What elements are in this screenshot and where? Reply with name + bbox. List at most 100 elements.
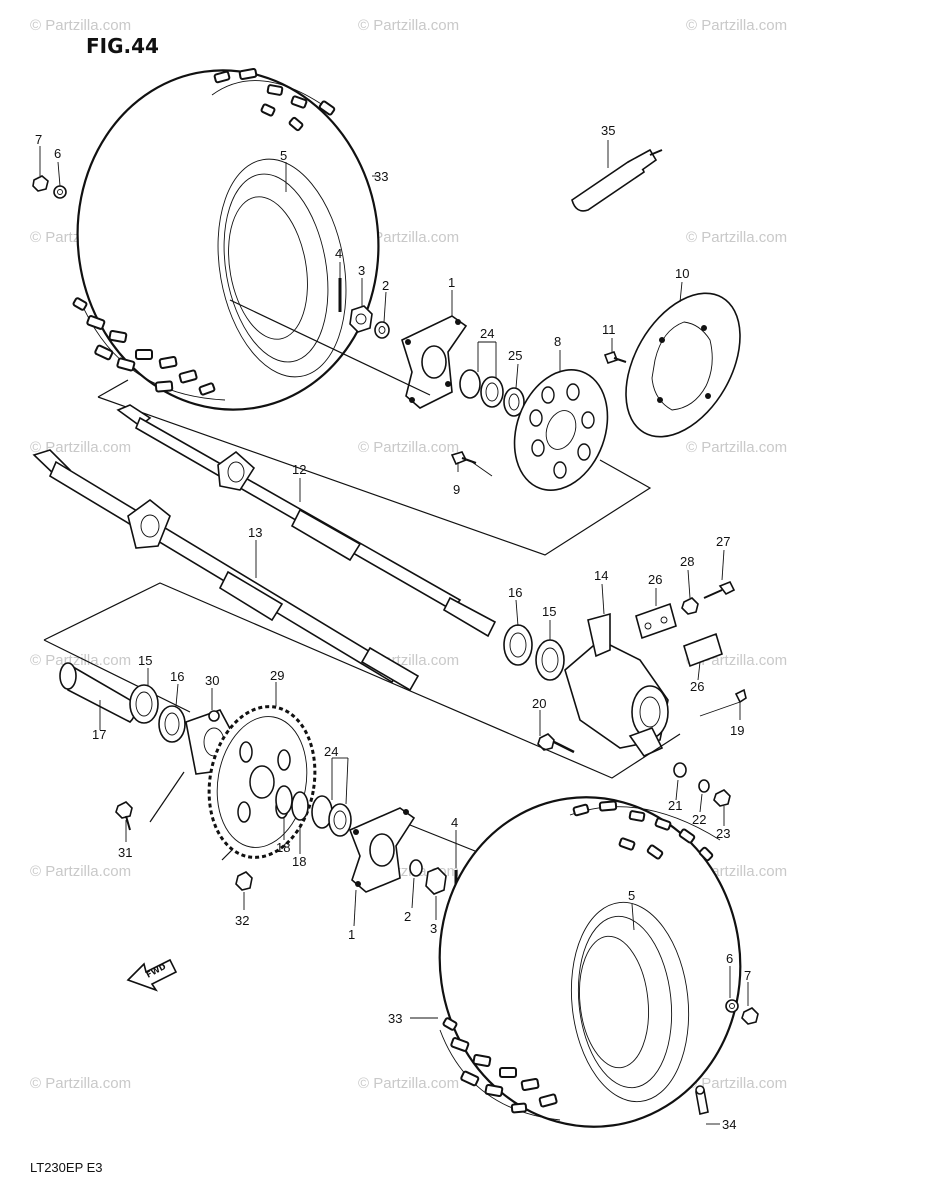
tire-valve bbox=[695, 1085, 709, 1115]
disc-cover bbox=[625, 292, 741, 438]
hub-nut-set-upper bbox=[338, 278, 390, 339]
washer-nut-21-23 bbox=[673, 762, 731, 807]
watermark: © Partzilla.com bbox=[30, 1075, 131, 1092]
callout-15: 15 bbox=[138, 653, 152, 668]
watermark: © Partzilla.com bbox=[30, 652, 131, 669]
callout-1: 1 bbox=[348, 927, 355, 942]
watermark: © Partzilla.com bbox=[686, 17, 787, 34]
callout-4: 4 bbox=[335, 246, 342, 261]
callout-15: 15 bbox=[542, 604, 556, 619]
oil-seal-15-right bbox=[535, 639, 565, 681]
nut-32 bbox=[235, 871, 253, 891]
callout-5: 5 bbox=[280, 148, 287, 163]
spacer-17 bbox=[59, 662, 136, 723]
callout-24: 24 bbox=[480, 326, 494, 341]
callout-6: 6 bbox=[54, 146, 61, 161]
bolt-31 bbox=[115, 801, 133, 831]
bolt-27-nut-28 bbox=[681, 580, 736, 615]
callout-25: 25 bbox=[508, 348, 522, 363]
figure-title: FIG.44 bbox=[86, 34, 159, 58]
bearing-16-left bbox=[158, 705, 186, 743]
bearing-set-upper bbox=[459, 369, 525, 417]
installer-tool bbox=[571, 148, 663, 212]
callout-26: 26 bbox=[648, 572, 662, 587]
watermark: © Partzilla.com bbox=[686, 1075, 787, 1092]
model-code: LT230EP E3 bbox=[30, 1160, 103, 1175]
callout-2: 2 bbox=[404, 909, 411, 924]
upper-tire bbox=[72, 67, 380, 411]
oil-seal-15-left bbox=[129, 684, 159, 724]
valve-nut-lower bbox=[725, 999, 759, 1025]
lower-tire bbox=[438, 796, 742, 1128]
callout-17: 17 bbox=[92, 727, 106, 742]
callout-27: 27 bbox=[716, 534, 730, 549]
watermark: © Partzilla.com bbox=[358, 17, 459, 34]
callout-labels: 7 6 5 33 35 4 3 2 1 10 11 24 8 25 12 9 1… bbox=[35, 123, 751, 1132]
bearing-24-lower bbox=[311, 795, 352, 837]
bolt-20 bbox=[537, 733, 575, 754]
circlips-18 bbox=[275, 785, 309, 821]
callout-3: 3 bbox=[430, 921, 437, 936]
callout-2: 2 bbox=[382, 278, 389, 293]
fwd-arrow: FWD bbox=[126, 958, 178, 992]
callout-33: 33 bbox=[388, 1011, 402, 1026]
callout-30: 30 bbox=[205, 673, 219, 688]
callout-20: 20 bbox=[532, 696, 546, 711]
callout-16: 16 bbox=[170, 669, 184, 684]
disc-bolts bbox=[450, 350, 627, 466]
watermark: © Partzilla.com bbox=[358, 1075, 459, 1092]
callout-33: 33 bbox=[374, 169, 388, 184]
axle-lower bbox=[32, 449, 420, 692]
callout-18: 18 bbox=[292, 854, 306, 869]
callout-18: 18 bbox=[276, 840, 290, 855]
callout-28: 28 bbox=[680, 554, 694, 569]
watermark: © Partzilla.com bbox=[358, 229, 459, 246]
callout-32: 32 bbox=[235, 913, 249, 928]
callout-9: 9 bbox=[453, 482, 460, 497]
callout-1: 1 bbox=[448, 275, 455, 290]
callout-21: 21 bbox=[668, 798, 682, 813]
callout-3: 3 bbox=[358, 263, 365, 278]
callout-12: 12 bbox=[292, 462, 306, 477]
watermark: © Partzilla.com bbox=[30, 439, 131, 456]
callout-13: 13 bbox=[248, 525, 262, 540]
watermark: © Partzilla.com bbox=[686, 229, 787, 246]
callout-29: 29 bbox=[270, 668, 284, 683]
brake-pads-26 bbox=[635, 602, 723, 668]
lower-group-outline bbox=[43, 582, 681, 861]
callout-14: 14 bbox=[594, 568, 608, 583]
watermark: © Partzilla.com bbox=[358, 439, 459, 456]
valve-nut-upper bbox=[32, 175, 67, 199]
axle-housing bbox=[564, 612, 669, 757]
callout-8: 8 bbox=[554, 334, 561, 349]
callout-23: 23 bbox=[716, 826, 730, 841]
watermark: © Partzilla.com bbox=[30, 863, 131, 880]
callout-19: 19 bbox=[730, 723, 744, 738]
upper-group-outline bbox=[97, 299, 652, 556]
wheel-hub-upper bbox=[401, 315, 468, 409]
callout-4: 4 bbox=[451, 815, 458, 830]
sprocket-29 bbox=[207, 705, 317, 859]
callout-34: 34 bbox=[722, 1117, 736, 1132]
bleeder-19 bbox=[734, 688, 747, 704]
callout-11: 11 bbox=[602, 322, 616, 337]
callout-5: 5 bbox=[628, 888, 635, 903]
callout-35: 35 bbox=[601, 123, 615, 138]
callout-31: 31 bbox=[118, 845, 132, 860]
callout-6: 6 bbox=[726, 951, 733, 966]
brake-disc bbox=[513, 369, 609, 491]
leader-lines bbox=[39, 140, 749, 1125]
watermark: © Partzilla.com bbox=[30, 17, 131, 34]
wheel-hub-lower bbox=[348, 807, 416, 893]
watermark: © Partzilla.com bbox=[686, 439, 787, 456]
callout-22: 22 bbox=[692, 812, 706, 827]
axle-upper bbox=[116, 404, 497, 638]
callout-7: 7 bbox=[35, 132, 42, 147]
callout-24: 24 bbox=[324, 744, 338, 759]
callout-26: 26 bbox=[690, 679, 704, 694]
callout-7: 7 bbox=[744, 968, 751, 983]
callout-10: 10 bbox=[675, 266, 689, 281]
callout-16: 16 bbox=[508, 585, 522, 600]
